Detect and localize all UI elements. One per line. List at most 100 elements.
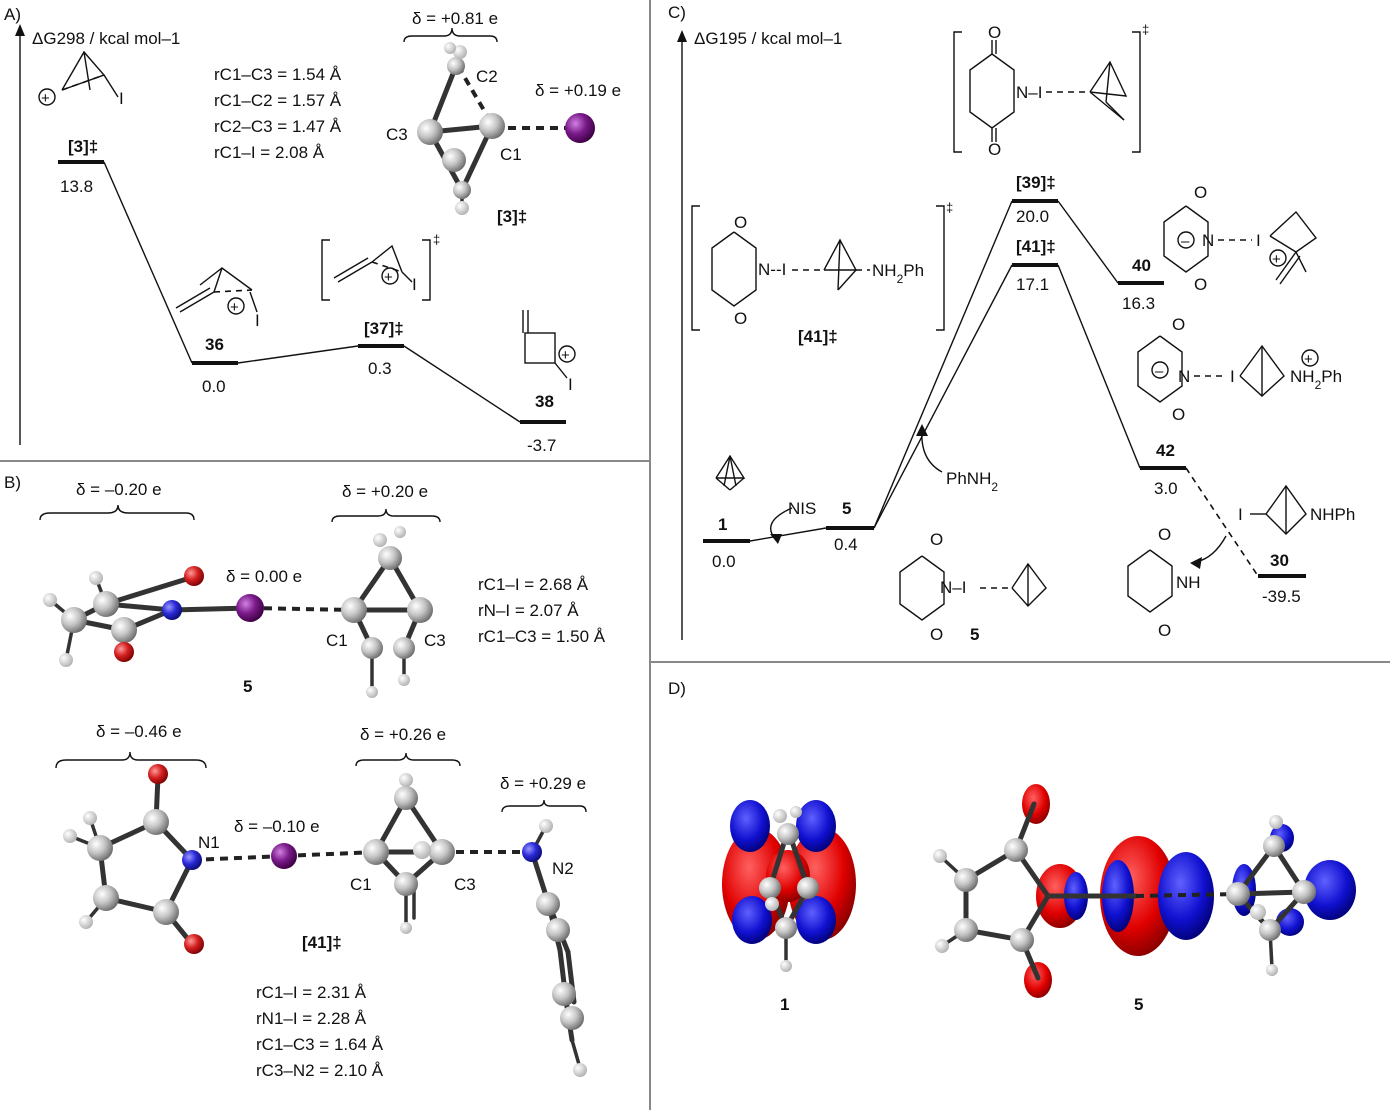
orbital-1: 1 (722, 800, 856, 1014)
svg-text:+: + (1272, 251, 1281, 268)
svg-text:–: – (1181, 233, 1190, 250)
svg-text:‡: ‡ (433, 232, 440, 247)
charge-iodine-41: δ = –0.10 e (234, 817, 320, 836)
structure-succinimide: O O NH (1127, 525, 1201, 640)
svg-text:+: + (41, 90, 50, 107)
reagent-nis: NIS (788, 499, 816, 518)
svg-text:0.4: 0.4 (834, 535, 858, 554)
charge-cage-41: δ = +0.26 e (360, 725, 446, 744)
svg-text:O: O (734, 213, 747, 232)
svg-text:rC1–I = 2.08 Å: rC1–I = 2.08 Å (214, 143, 325, 162)
svg-text:I: I (568, 375, 573, 394)
svg-text:30: 30 (1270, 551, 1289, 570)
svg-text:O: O (734, 309, 747, 328)
svg-text:N--I: N--I (758, 260, 786, 279)
svg-text:40: 40 (1132, 256, 1151, 275)
svg-text:N–I: N–I (1016, 83, 1042, 102)
svg-text:+: + (561, 347, 570, 364)
svg-text:O: O (930, 530, 943, 549)
svg-text:C1: C1 (500, 145, 522, 164)
level-37-ts-label: [37]‡ (364, 319, 404, 338)
svg-text:N: N (1202, 231, 1214, 250)
path-37-38 (403, 345, 521, 423)
structure-30: I NHPh (1238, 484, 1355, 535)
panel-c-axis-label: ΔG195 / kcal mol–1 (694, 29, 842, 48)
path-3-36 (103, 161, 193, 364)
svg-text:C1: C1 (326, 631, 348, 650)
geometry-notes-b-top: rC1–I = 2.68 Å rN–I = 2.07 Å rC1–C3 = 1.… (478, 575, 606, 646)
level-38-label: 38 (535, 392, 554, 411)
svg-text:rC1–I = 2.31 Å: rC1–I = 2.31 Å (256, 983, 367, 1002)
svg-text:C2: C2 (476, 67, 498, 86)
svg-text:rC1–C2 = 1.57 Å: rC1–C2 = 1.57 Å (214, 91, 342, 110)
svg-text:+: + (384, 269, 393, 286)
structure-40: O O – N I + (1163, 183, 1318, 294)
svg-text:-39.5: -39.5 (1262, 587, 1301, 606)
structure-39-ts: ‡ O O N–I (953, 22, 1149, 159)
charge-aniline-41: δ = +0.29 e (500, 774, 586, 793)
panel-d: D) 1 (668, 679, 1356, 1014)
structure-38-sketch: + I (522, 310, 576, 394)
svg-text:I: I (1230, 367, 1235, 386)
charge-cage: δ = +0.81 e (412, 9, 498, 28)
svg-text:O: O (1158, 621, 1171, 640)
phnh2-arrow (921, 429, 943, 473)
svg-text:[39]‡: [39]‡ (1016, 173, 1056, 192)
structure-36-sketch: + I (175, 267, 260, 330)
svg-text:rC1–C3 = 1.50 Å: rC1–C3 = 1.50 Å (478, 627, 606, 646)
level-36-value: 0.0 (202, 377, 226, 396)
level-38-value: -3.7 (527, 436, 556, 455)
svg-text:I: I (412, 275, 417, 294)
svg-text:[41]‡: [41]‡ (1016, 237, 1056, 256)
svg-text:3.0: 3.0 (1154, 479, 1178, 498)
charge-iodine: δ = +0.19 e (535, 81, 621, 100)
svg-text:C3: C3 (424, 631, 446, 650)
svg-text:17.1: 17.1 (1016, 275, 1049, 294)
model-5: C1 C3 5 (43, 526, 446, 698)
svg-text:rN1–I = 2.28 Å: rN1–I = 2.28 Å (256, 1009, 367, 1028)
panel-a-label: A) (4, 5, 21, 24)
model-3-ts: δ = +0.81 e δ = +0.19 e C2 C3 C1 [3]‡ (386, 9, 621, 226)
svg-text:N–I: N–I (940, 578, 966, 597)
svg-text:‡: ‡ (1142, 22, 1149, 37)
geometry-notes-b-bottom: rC1–I = 2.31 Å rN1–I = 2.28 Å rC1–C3 = 1… (256, 983, 384, 1080)
panel-d-label: D) (668, 679, 686, 698)
level-37-ts-value: 0.3 (368, 359, 392, 378)
svg-text:1: 1 (718, 515, 727, 534)
svg-text:42: 42 (1156, 441, 1175, 460)
panel-a-axis-label: ΔG298 / kcal mol–1 (32, 29, 180, 48)
svg-text:16.3: 16.3 (1122, 294, 1155, 313)
svg-text:O: O (1194, 183, 1207, 202)
svg-text:I: I (1256, 231, 1261, 250)
svg-text:rC1–C3 = 1.64 Å: rC1–C3 = 1.64 Å (256, 1035, 384, 1054)
geometry-notes-a: rC1–C3 = 1.54 Å rC1–C2 = 1.57 Å rC2–C3 =… (214, 65, 342, 162)
model-41-ts: N1 C1 C3 N2 [41]‡ (63, 764, 587, 1077)
svg-text:C3: C3 (454, 875, 476, 894)
svg-text:C1: C1 (350, 875, 372, 894)
svg-text:N1: N1 (198, 833, 220, 852)
svg-text:5: 5 (1134, 995, 1143, 1014)
structure-41-ts: ‡ O O N--I NH2Ph [41]‡ (691, 200, 953, 346)
svg-text:O: O (988, 23, 1001, 42)
level-3-ts-value: 13.8 (60, 177, 93, 196)
svg-text:0.0: 0.0 (712, 552, 736, 571)
reagent-phnh2: PhNH2 (946, 469, 998, 494)
svg-text:O: O (930, 625, 943, 644)
svg-text:5: 5 (970, 625, 979, 644)
structure-42: O O – N I + NH2Ph (1137, 315, 1342, 424)
svg-text:[41]‡: [41]‡ (798, 327, 838, 346)
panel-b: B) δ = –0.20 e δ = +0.20 e δ = 0.00 e (4, 473, 606, 1080)
structure-3-sketch: + I (38, 50, 124, 108)
svg-text:NH2Ph: NH2Ph (1290, 367, 1342, 392)
svg-text:5: 5 (243, 677, 252, 696)
level-3-ts-label: [3]‡ (68, 137, 98, 156)
svg-text:N2: N2 (552, 859, 574, 878)
svg-text:rC2–C3 = 1.47 Å: rC2–C3 = 1.47 Å (214, 117, 342, 136)
svg-text:+: + (1304, 351, 1313, 368)
svg-text:O: O (1194, 275, 1207, 294)
structure-5: O O N–I 5 (899, 530, 1047, 644)
svg-text:C3: C3 (386, 125, 408, 144)
svg-text:rN–I = 2.07 Å: rN–I = 2.07 Å (478, 601, 579, 620)
path-36-37 (237, 345, 359, 364)
